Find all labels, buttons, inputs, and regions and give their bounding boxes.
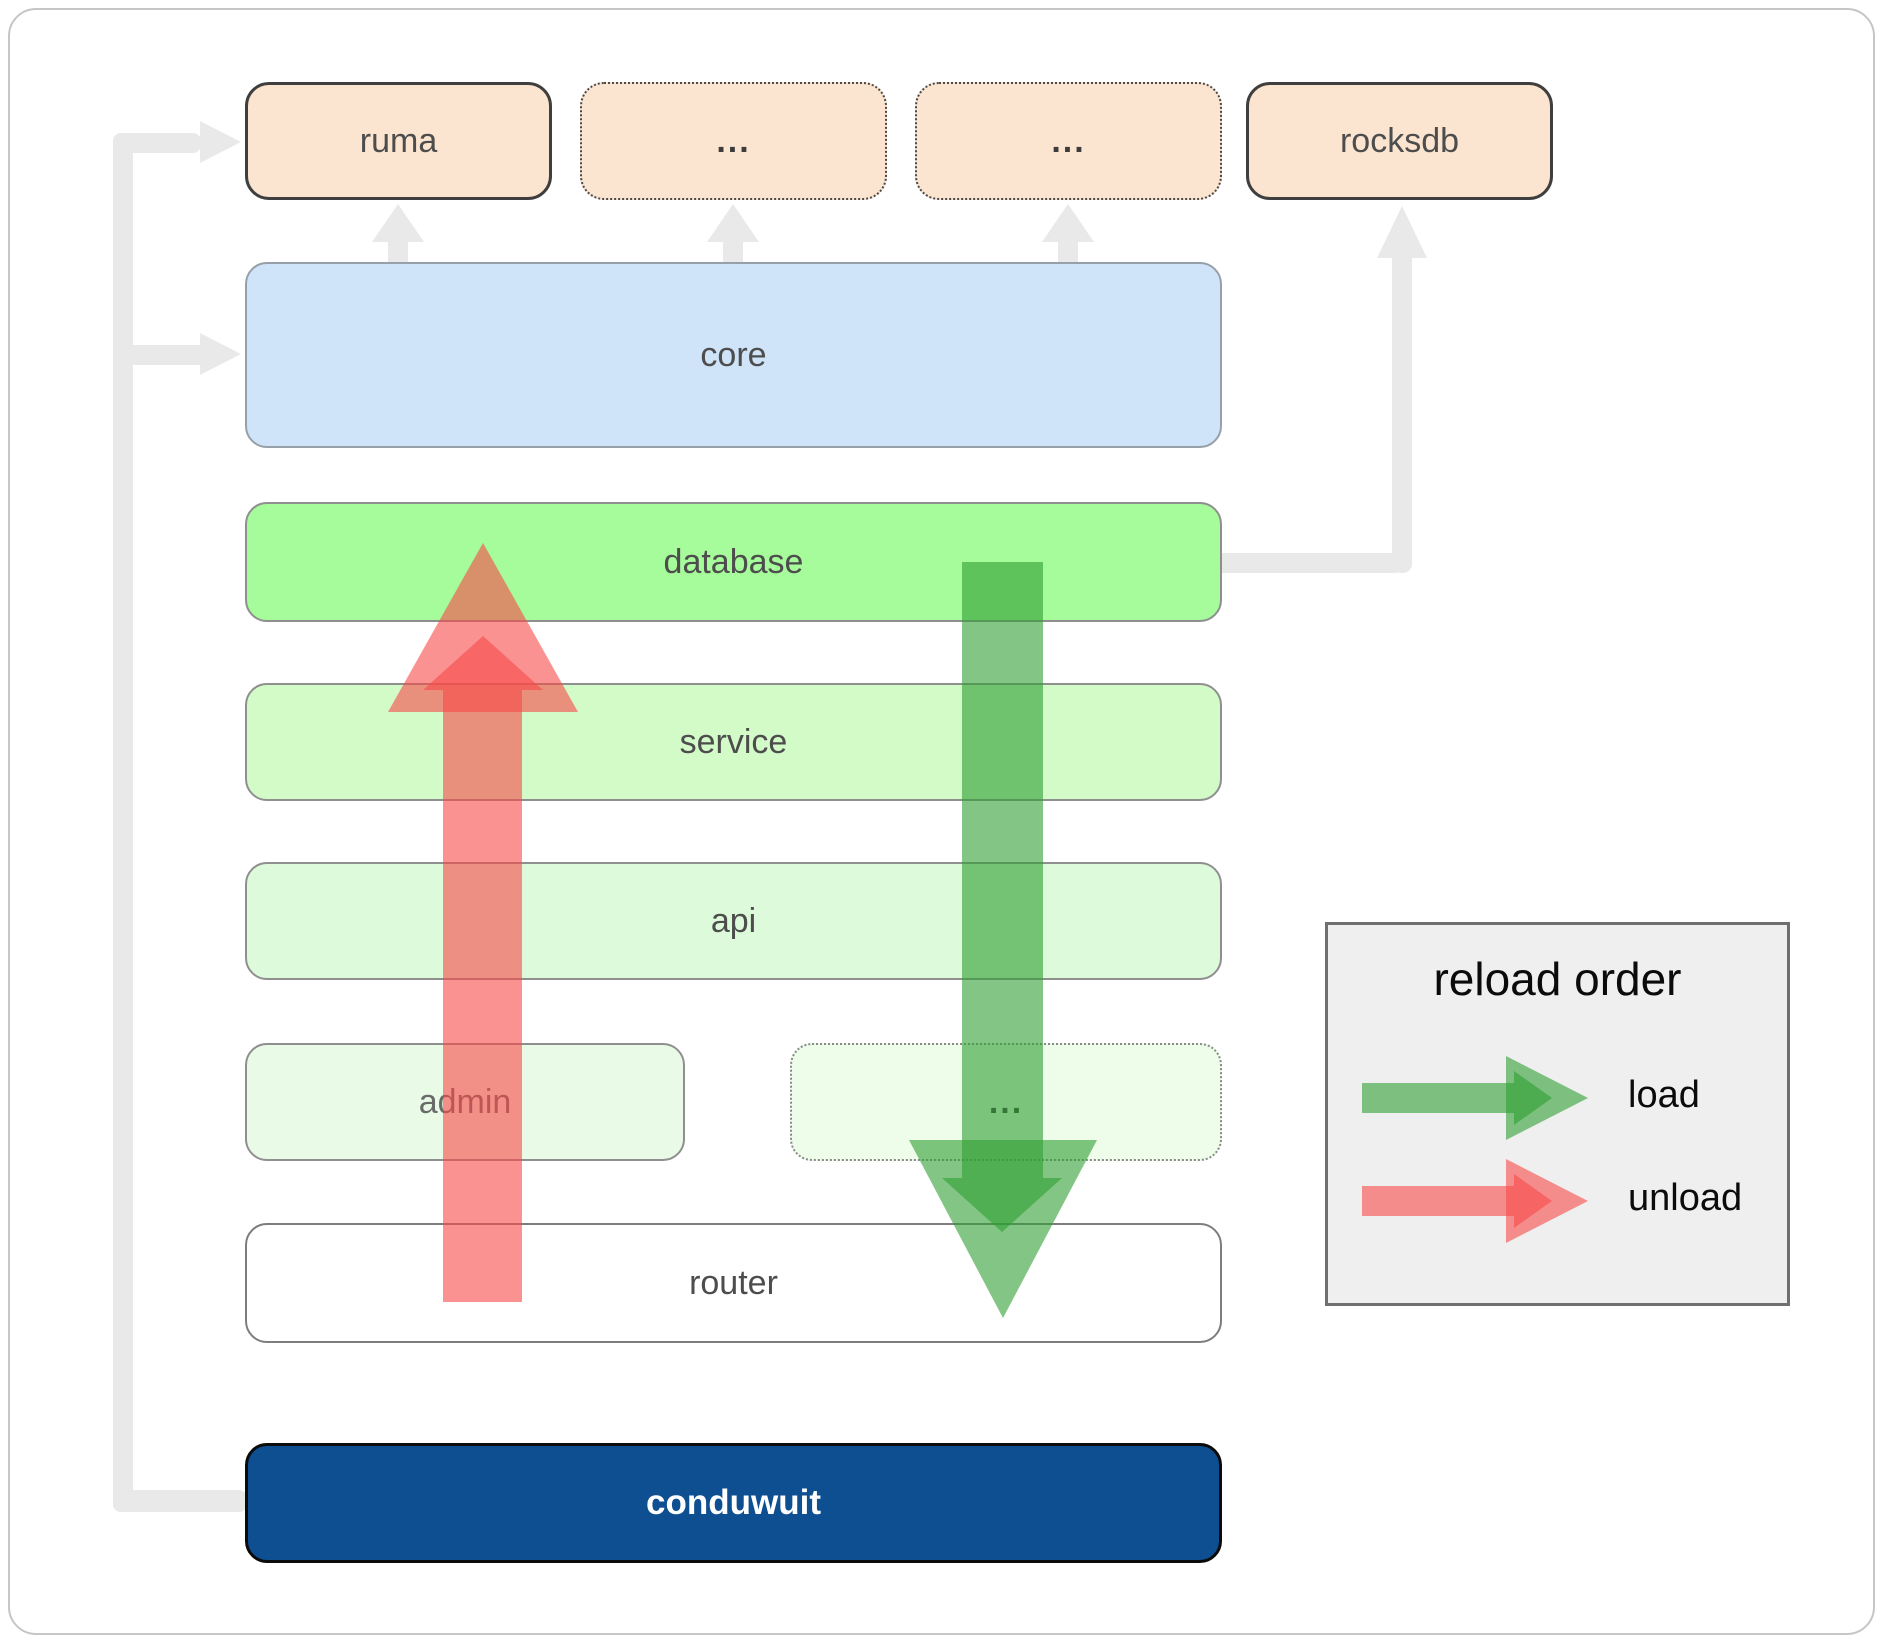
node-api-label: api	[710, 901, 757, 940]
node-module-placeholder: ...	[790, 1043, 1222, 1161]
node-api: api	[245, 862, 1222, 980]
node-database: database	[245, 502, 1222, 622]
node-module-placeholder-label: ...	[988, 1082, 1024, 1121]
node-dependency-placeholder-2: ...	[915, 82, 1222, 200]
diagram-outer-frame	[8, 8, 1875, 1635]
node-conduwuit: conduwuit	[245, 1443, 1222, 1563]
node-service: service	[245, 683, 1222, 801]
node-dependency-placeholder-2-label: ...	[1051, 121, 1086, 160]
legend-unload-label: unload	[1628, 1177, 1743, 1219]
node-core: core	[245, 262, 1222, 448]
node-ruma-label: ruma	[359, 121, 438, 160]
node-rocksdb: rocksdb	[1246, 82, 1553, 200]
node-dependency-placeholder-1: ...	[580, 82, 887, 200]
node-ruma: ruma	[245, 82, 552, 200]
legend-load-label: load	[1628, 1074, 1700, 1116]
node-core-label: core	[700, 335, 767, 374]
node-rocksdb-label: rocksdb	[1339, 121, 1460, 160]
node-conduwuit-label: conduwuit	[646, 1483, 821, 1522]
node-admin: admin	[245, 1043, 685, 1161]
node-service-label: service	[679, 722, 788, 761]
legend-title: reload order	[1433, 953, 1682, 1005]
node-dependency-placeholder-1-label: ...	[716, 121, 751, 160]
node-database-label: database	[663, 542, 804, 581]
node-admin-label: admin	[418, 1082, 512, 1121]
node-router-label: router	[689, 1263, 778, 1302]
node-router: router	[245, 1223, 1222, 1343]
